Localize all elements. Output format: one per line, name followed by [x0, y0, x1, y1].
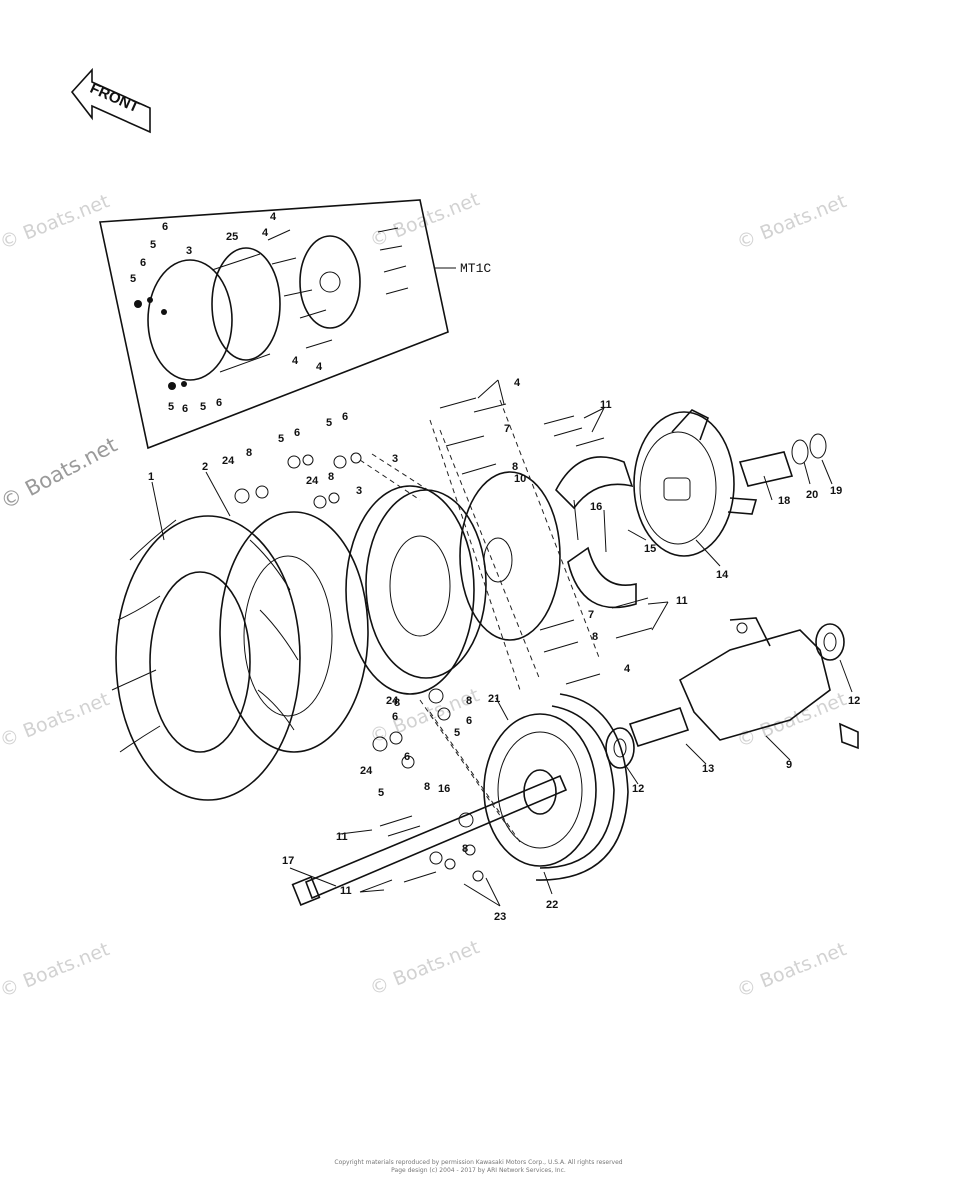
part-number-labels: 1 2 3 3 3 4 4 4 4 4 4 5 5 5 5 5 5 5 5 6 … [130, 211, 860, 923]
part-label: 14 [716, 569, 729, 581]
part-label: 4 [270, 211, 277, 223]
part-label: 5 [200, 401, 206, 413]
part-label: 11 [340, 885, 352, 897]
part-label: 21 [488, 693, 500, 705]
part-label: 24 [360, 765, 373, 777]
bolts-and-fasteners [234, 397, 653, 883]
front-arrow-label: FRONT [87, 80, 141, 117]
part-label: 1 [148, 471, 154, 483]
part-label: 8 [246, 447, 252, 459]
part-label: 4 [514, 377, 521, 389]
part-label: 19 [830, 485, 842, 497]
part-label: 5 [168, 401, 174, 413]
part-label: 4 [292, 355, 299, 367]
page-design-credit: Page design (c) 2004 - 2017 by ARI Netwo… [391, 1167, 566, 1174]
assembly-guide-lines [359, 399, 601, 843]
part-label: 8 [394, 697, 400, 709]
part-label: 8 [512, 461, 518, 473]
part-label: 3 [186, 245, 192, 257]
wheel-rim [345, 471, 561, 695]
part-label: 5 [130, 273, 136, 285]
brake-shoes [555, 456, 637, 609]
part-label: 5 [454, 727, 460, 739]
part-label: 7 [504, 423, 510, 435]
part-label: 5 [326, 417, 332, 429]
part-label: 6 [392, 711, 398, 723]
part-label: 7 [588, 609, 594, 621]
tire [111, 515, 301, 801]
front-arrow: FRONT [70, 67, 151, 134]
part-label: 15 [644, 543, 656, 555]
part-label: 16 [590, 501, 602, 513]
collar-and-washers [738, 433, 827, 487]
part-label: 5 [278, 433, 284, 445]
part-label: 6 [404, 751, 410, 763]
part-label: 16 [438, 783, 450, 795]
part-label: 6 [342, 411, 348, 423]
part-label: 8 [462, 843, 468, 855]
hub-body [678, 617, 859, 750]
part-label: 25 [226, 231, 238, 243]
part-label: 6 [182, 403, 188, 415]
part-label: 5 [150, 239, 156, 251]
part-label: 3 [356, 485, 362, 497]
part-label: 17 [282, 855, 294, 867]
part-label: 6 [140, 257, 146, 269]
part-label: 12 [848, 695, 860, 707]
copyright-line: Copyright materials reproduced by permis… [334, 1159, 623, 1166]
part-label: 8 [424, 781, 430, 793]
part-label: 5 [378, 787, 384, 799]
part-label: 24 [386, 695, 399, 707]
part-label: 20 [806, 489, 818, 501]
axle [291, 774, 568, 906]
part-label: 4 [624, 663, 631, 675]
part-label: 23 [494, 911, 506, 923]
brake-panel [633, 409, 758, 557]
sprocket [483, 713, 597, 867]
part-label: 8 [328, 471, 334, 483]
part-label: 24 [222, 455, 235, 467]
inset-label: MT1C [460, 261, 491, 276]
part-label: 2 [202, 461, 208, 473]
part-label: 6 [294, 427, 300, 439]
part-label: 10 [514, 473, 526, 485]
part-label: 13 [702, 763, 714, 775]
part-label: 6 [162, 221, 168, 233]
part-label: 4 [262, 227, 269, 239]
label-leaders [151, 379, 853, 907]
part-label: 6 [216, 397, 222, 409]
part-label: 8 [466, 695, 472, 707]
part-label: 18 [778, 495, 790, 507]
part-label: 9 [786, 759, 792, 771]
tube [219, 511, 369, 753]
inset-mt1c: MT1C [99, 199, 491, 450]
part-label: 11 [676, 595, 688, 607]
part-label: 4 [316, 361, 323, 373]
part-label: 22 [546, 899, 558, 911]
part-label: 11 [336, 831, 348, 843]
part-label: 11 [600, 399, 612, 411]
part-label: 3 [392, 453, 398, 465]
part-label: 8 [592, 631, 598, 643]
spacer-and-bearing [605, 707, 690, 769]
part-label: 12 [632, 783, 644, 795]
part-label: 24 [306, 475, 319, 487]
chain [535, 693, 629, 881]
part-label: 6 [466, 715, 472, 727]
